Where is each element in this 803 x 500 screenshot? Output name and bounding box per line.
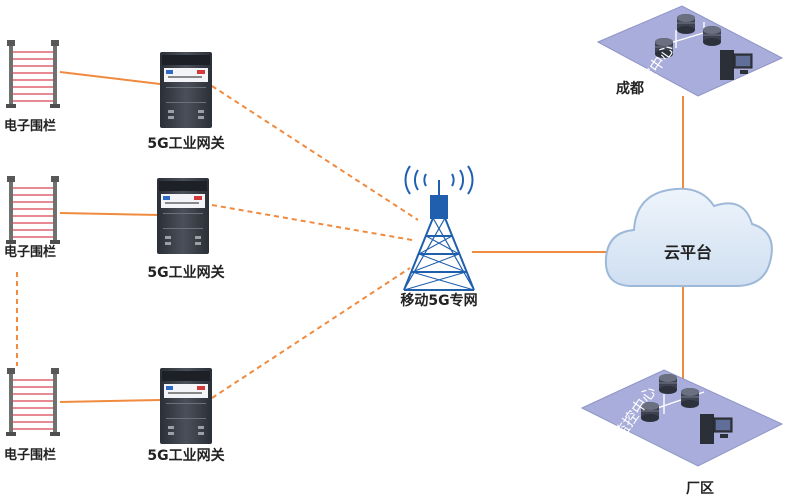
fence-group-1: 电子围栏 [4,39,61,134]
gateway-icon [157,178,209,254]
gateway-label: 5G工业网关 [147,135,224,152]
tower-icon [403,180,475,291]
cloud-group: 云平台 [604,187,773,287]
platform-bottom [580,369,784,467]
fence-gateway-links [59,71,161,403]
fence-group-2: 电子围栏 [4,175,61,260]
database-icon [658,373,678,395]
server-workstation-icon [700,414,733,444]
fence-group-3: 电子围栏 [4,367,61,463]
connection-lines [16,71,684,403]
site-label-bottom: 厂区 [686,481,714,497]
gateway-icon [160,368,212,444]
gateway-icon [160,52,212,128]
backbone-links [472,96,684,380]
tower-group: 移动5G专网 [400,165,478,309]
gateway-label: 5G工业网关 [147,264,224,281]
server-workstation-icon [720,50,753,80]
cloud-label: 云平台 [664,243,712,262]
fence-icon [5,39,61,109]
fence-label: 电子围栏 [4,118,56,134]
link-gateway2-tower [211,204,413,241]
monitor-center-bottom: 监控中心 厂区 [580,369,784,497]
fence-icon [5,175,61,245]
link-fence3-gateway3 [59,399,161,403]
platform-top [596,5,784,97]
gateway-group-2: 5G工业网关 [147,178,225,281]
gateway-label: 5G工业网关 [147,447,224,464]
link-fence2-gateway2 [59,212,161,216]
fence-label: 电子围栏 [4,244,56,260]
database-icon [676,13,696,35]
link-gateway3-tower [211,267,411,399]
link-fence1-gateway1 [59,71,161,85]
link-gateway1-tower [211,85,419,221]
site-label-top: 成都 [616,80,644,97]
gateway-group-1: 5G工业网关 [147,52,225,152]
fence-icon [5,367,61,437]
monitor-center-top: 监控中心 成都 [596,5,784,100]
fence-label: 电子围栏 [4,447,56,463]
wireless-links [16,85,419,399]
tower-label: 移动5G专网 [400,292,477,309]
database-icon [702,25,722,47]
database-icon [680,387,700,409]
signal-waves-icon [404,165,474,195]
gateway-group-3: 5G工业网关 [147,368,225,464]
cloud-icon [604,187,773,287]
